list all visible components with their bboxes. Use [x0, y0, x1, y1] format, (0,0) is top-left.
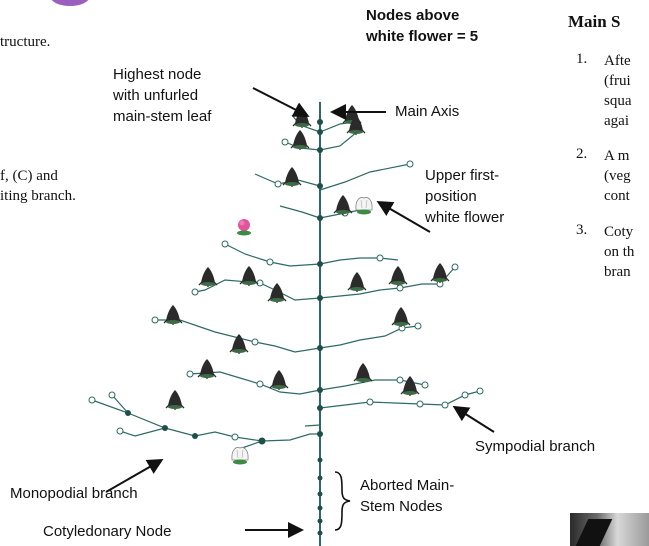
- filled-branch-nodes: [125, 410, 266, 445]
- list-item-1-line-3: squa: [604, 93, 632, 109]
- label-main-axis: Main Axis: [395, 103, 460, 120]
- nodes-above-label-2: white flower = 5: [366, 28, 479, 45]
- square-buds: [163, 104, 450, 411]
- stem-nodes: [317, 119, 323, 536]
- label-cotyledonary-node: Cotyledonary Node: [43, 523, 172, 540]
- arrow-monopodial: [105, 459, 164, 493]
- right-section-title: Main S: [568, 12, 621, 31]
- arrow-upper-white-flower: [376, 200, 431, 233]
- arrows: [105, 87, 495, 538]
- list-item-2-line-1: A m: [604, 148, 630, 164]
- label-sympodial-branch: Sympodial branch: [475, 438, 596, 455]
- label-upper-first-3: white flower: [425, 209, 505, 226]
- aborted-nodes-brace: [334, 471, 351, 531]
- purple-image-fragment: [51, 0, 89, 6]
- branches: [91, 114, 481, 449]
- label-aborted-2: Stem Nodes: [360, 498, 443, 515]
- label-upper-first-2: position: [425, 188, 477, 205]
- label-aborted-1: Aborted Main-: [360, 477, 455, 494]
- left-text-line-3: iting branch.: [0, 188, 76, 204]
- label-highest-node-3: main-stem leaf: [113, 108, 212, 125]
- list-item-1-line-2: (frui: [604, 73, 631, 89]
- nodes-above-label-1: Nodes above: [366, 7, 460, 24]
- list-number-2: 2.: [576, 146, 588, 162]
- white-flower-icon: [355, 197, 373, 215]
- arrow-highest-node: [252, 87, 310, 117]
- label-highest-node-2: with unfurled: [113, 87, 199, 104]
- list-item-2-line-2: (veg: [604, 168, 631, 184]
- white-flower-icon: [231, 447, 249, 465]
- label-upper-first-1: Upper first-: [425, 167, 500, 184]
- label-highest-node-1: Highest node: [113, 66, 202, 83]
- branch-nodes: [88, 118, 484, 441]
- list-item-1-line-4: agai: [604, 113, 629, 129]
- list-number-3: 3.: [576, 222, 588, 238]
- label-monopodial-branch: Monopodial branch: [10, 485, 138, 502]
- list-item-1-line-1: Afte: [604, 53, 631, 69]
- list-number-1: 1.: [576, 51, 588, 67]
- left-text-line-2: f, (C) and: [0, 168, 58, 184]
- list-item-3-line-1: Coty: [604, 224, 634, 240]
- left-text-line-1: tructure.: [0, 34, 51, 50]
- list-item-3-line-3: bran: [604, 264, 631, 280]
- list-item-2-line-3: cont: [604, 188, 630, 204]
- list-item-3-line-2: on th: [604, 244, 635, 260]
- pink-flower-icon: [237, 219, 251, 236]
- arrow-sympodial: [452, 405, 495, 433]
